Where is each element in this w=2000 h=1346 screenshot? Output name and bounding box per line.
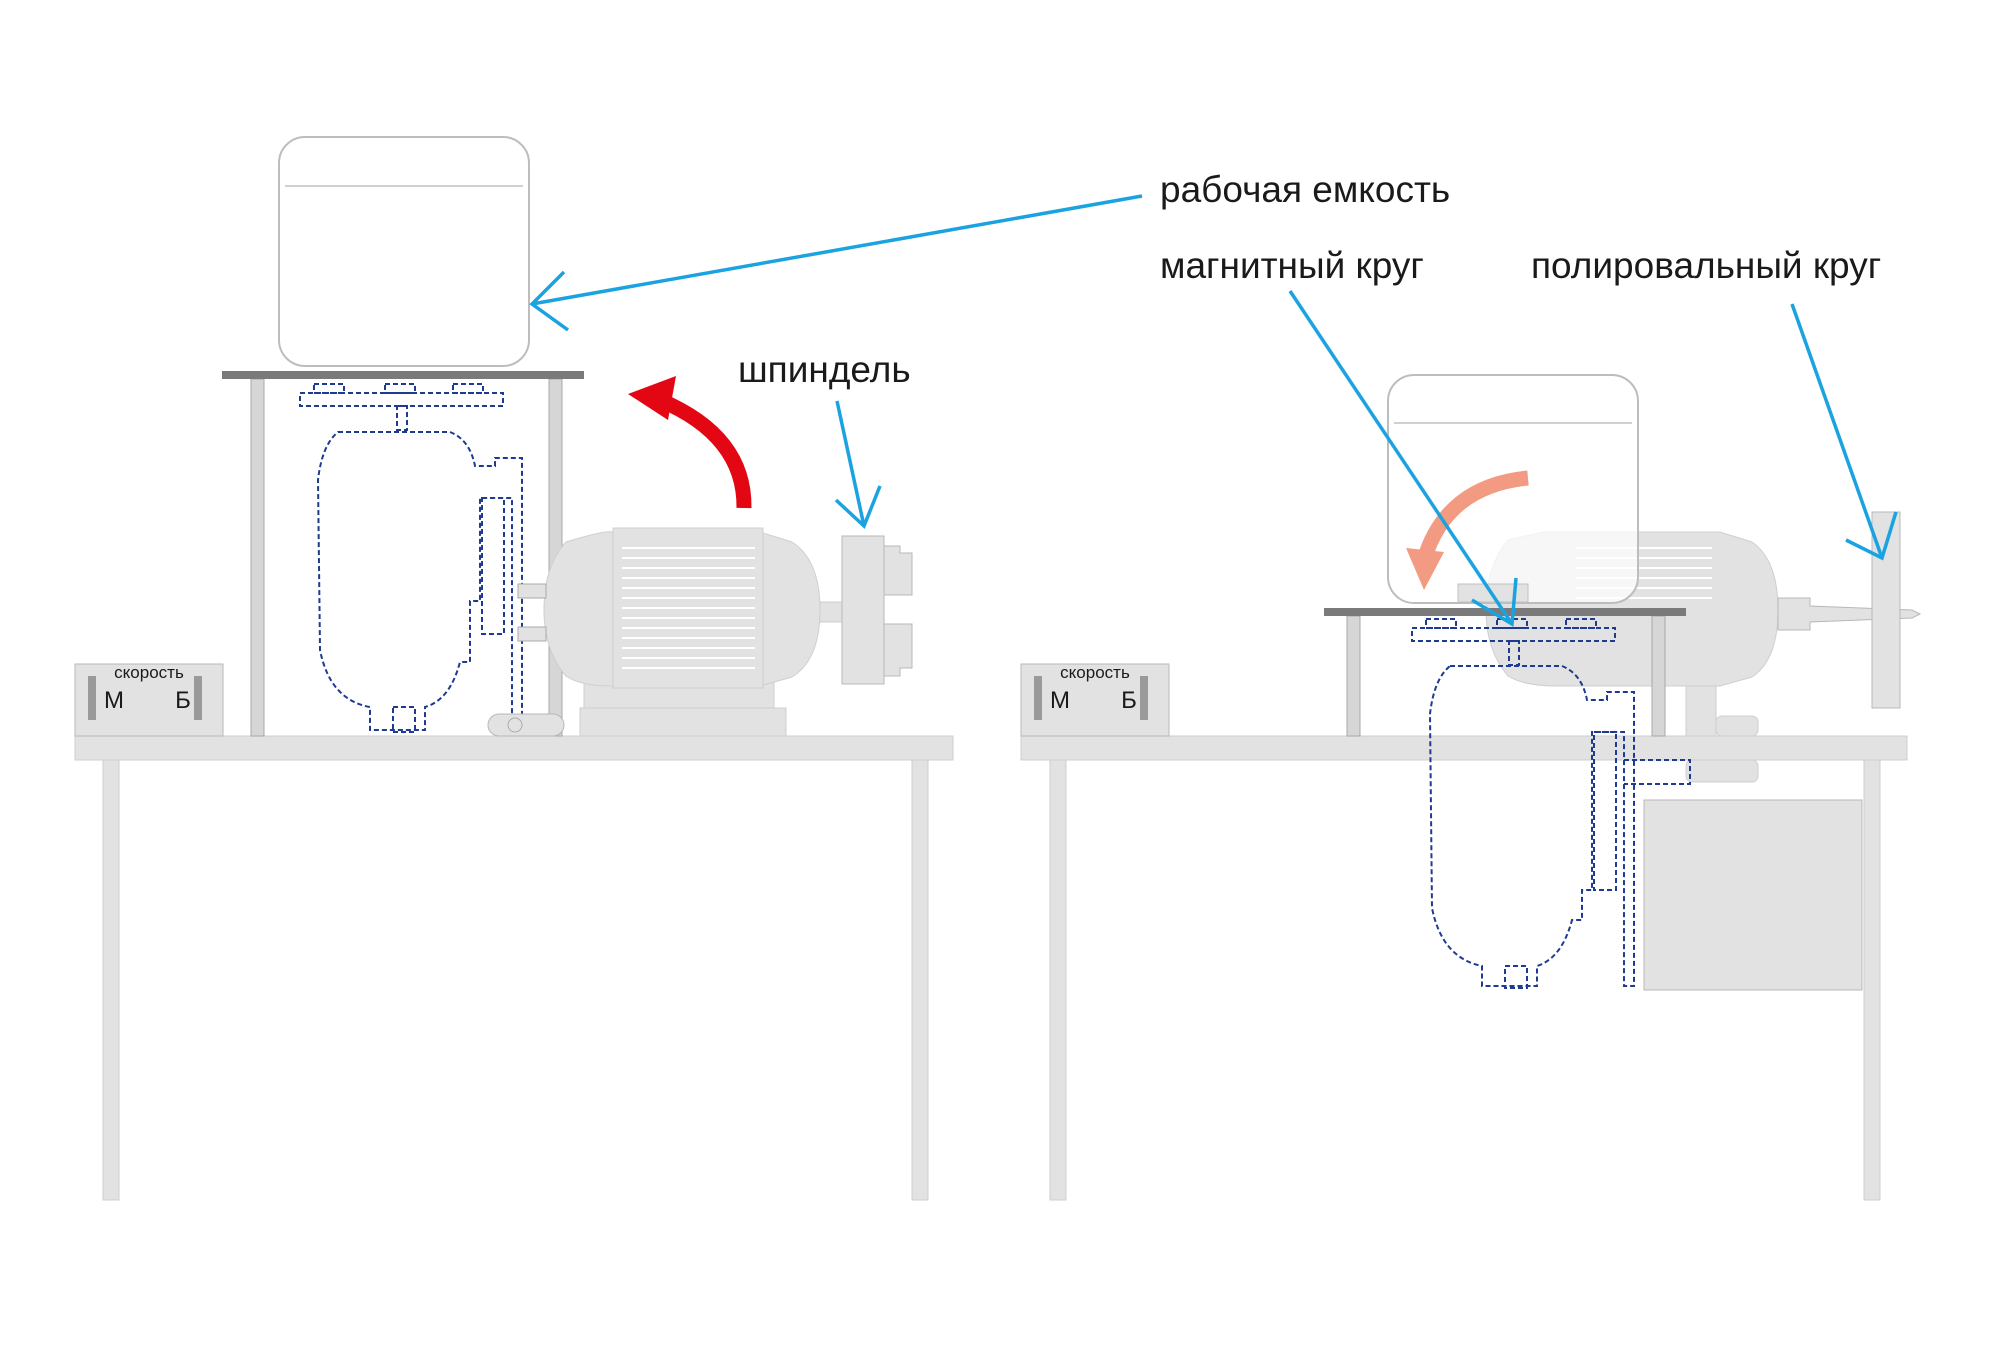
- speed-low-label: М: [104, 687, 124, 714]
- leader-working-container-head: [529, 270, 570, 332]
- stand-plate: [222, 371, 584, 379]
- leader-lines: [529, 194, 1898, 627]
- speed-title-2: скорость: [1060, 663, 1130, 682]
- rotate-arrow-red-head: [628, 376, 676, 420]
- right-stand-leg-1: [1346, 615, 1361, 737]
- speed-low-label-2: М: [1050, 687, 1070, 714]
- rotate-arrow-red: [657, 393, 752, 509]
- left-motor: [517, 527, 843, 689]
- left-speed-panel: скорость М Б: [74, 663, 224, 737]
- label-working-container: рабочая емкость: [1160, 169, 1450, 210]
- label-polishing-wheel: полировальный круг: [1531, 245, 1881, 286]
- left-table: [74, 735, 954, 1201]
- label-spindle: шпиндель: [738, 349, 911, 390]
- label-magnetic-wheel: магнитный круг: [1160, 245, 1424, 286]
- right-stand-leg-2: [1651, 615, 1666, 737]
- rotate-arrow-salmon-head: [1406, 548, 1444, 590]
- drawer-box: [1643, 799, 1863, 991]
- right-table: [1020, 735, 1908, 1201]
- speed-high-label-2: Б: [1121, 687, 1137, 714]
- right-setup: скорость М Б: [1020, 374, 1922, 1201]
- leader-working-container: [531, 194, 1143, 306]
- speed-title: скорость: [114, 663, 184, 682]
- leader-magnetic-wheel-head: [1471, 577, 1518, 627]
- leader-magnetic-wheel: [1288, 290, 1514, 625]
- right-magnetic-drive: [1411, 618, 1691, 989]
- left-magnetic-drive: [299, 383, 523, 736]
- spindle: [841, 535, 913, 685]
- left-setup: скорость М Б: [74, 136, 954, 1201]
- right-speed-panel: скорость М Б: [1020, 663, 1170, 737]
- leader-polishing-wheel: [1790, 303, 1884, 559]
- left-stand-leg: [250, 378, 265, 737]
- left-motor-base: [579, 707, 787, 737]
- leader-spindle-head: [834, 485, 882, 530]
- leader-spindle: [835, 400, 866, 527]
- rotate-arrow-salmon: [1416, 470, 1529, 563]
- speed-high-label: Б: [175, 687, 191, 714]
- working-container: [278, 136, 530, 367]
- leader-polishing-wheel-head: [1845, 511, 1898, 561]
